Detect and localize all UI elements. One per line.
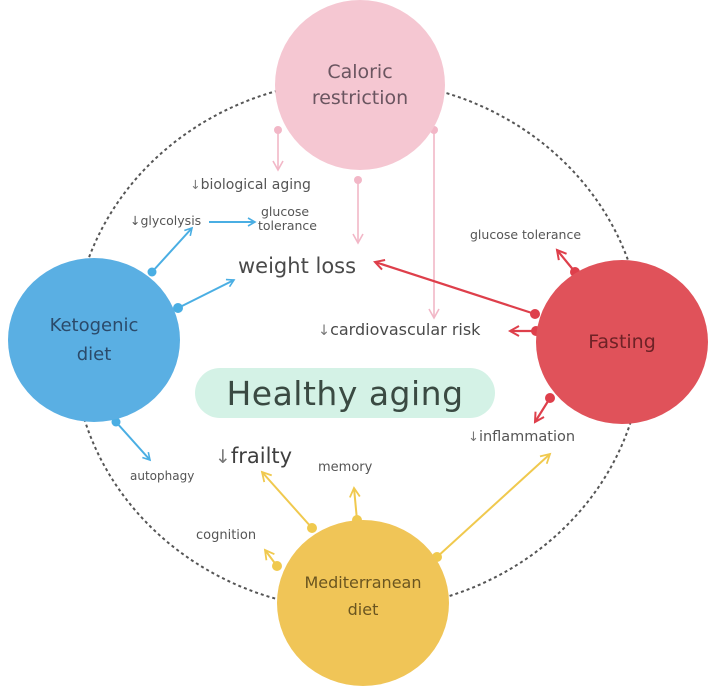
down-arrow-icon: ↓: [190, 177, 201, 192]
down-arrow-icon: ↓: [318, 323, 331, 339]
node-caloric-restriction: Caloric restriction: [275, 0, 445, 170]
center-title: Healthy aging: [226, 373, 464, 413]
outcome-inflammation: ↓inflammation: [468, 429, 576, 445]
outcome-weight-loss: weight loss: [238, 254, 357, 278]
mediterranean-label-line1: Mediterranean: [304, 573, 422, 592]
keto-label-line2: diet: [76, 344, 112, 365]
mediterranean-label-line2: diet: [347, 600, 379, 619]
outcome-cognition: cognition: [196, 528, 257, 543]
keto-connectors: [111, 217, 257, 462]
mediterranean-connectors: [260, 452, 552, 571]
outcome-glycolysis: ↓glycolysis: [130, 213, 202, 228]
outcome-memory: memory: [318, 460, 373, 475]
caloric-label-line2: restriction: [311, 87, 409, 109]
fasting-label: Fasting: [588, 331, 656, 353]
caloric-label-line1: Caloric: [327, 61, 393, 83]
node-mediterranean-diet: Mediterranean diet: [277, 520, 449, 686]
down-arrow-icon: ↓: [215, 446, 231, 468]
outcome-biological-aging: ↓biological aging: [190, 177, 311, 193]
keto-label-line1: Ketogenic: [49, 315, 139, 336]
outcome-frailty: ↓frailty: [215, 444, 293, 468]
outcome-cardiovascular-risk: ↓cardiovascular risk: [318, 320, 481, 339]
center-pill-healthy-aging: Healthy aging: [195, 368, 495, 418]
outcome-autophagy: autophagy: [130, 469, 195, 483]
outcome-glucose-tolerance-keto: glucose tolerance: [258, 204, 317, 234]
down-arrow-icon: ↓: [468, 430, 479, 445]
outcome-glucose-tolerance-fasting: glucose tolerance: [470, 227, 582, 242]
node-ketogenic-diet: Ketogenic diet: [8, 258, 180, 422]
down-arrow-icon: ↓: [130, 213, 141, 228]
caloric-connectors: [272, 126, 440, 320]
node-fasting: Fasting: [536, 260, 708, 424]
